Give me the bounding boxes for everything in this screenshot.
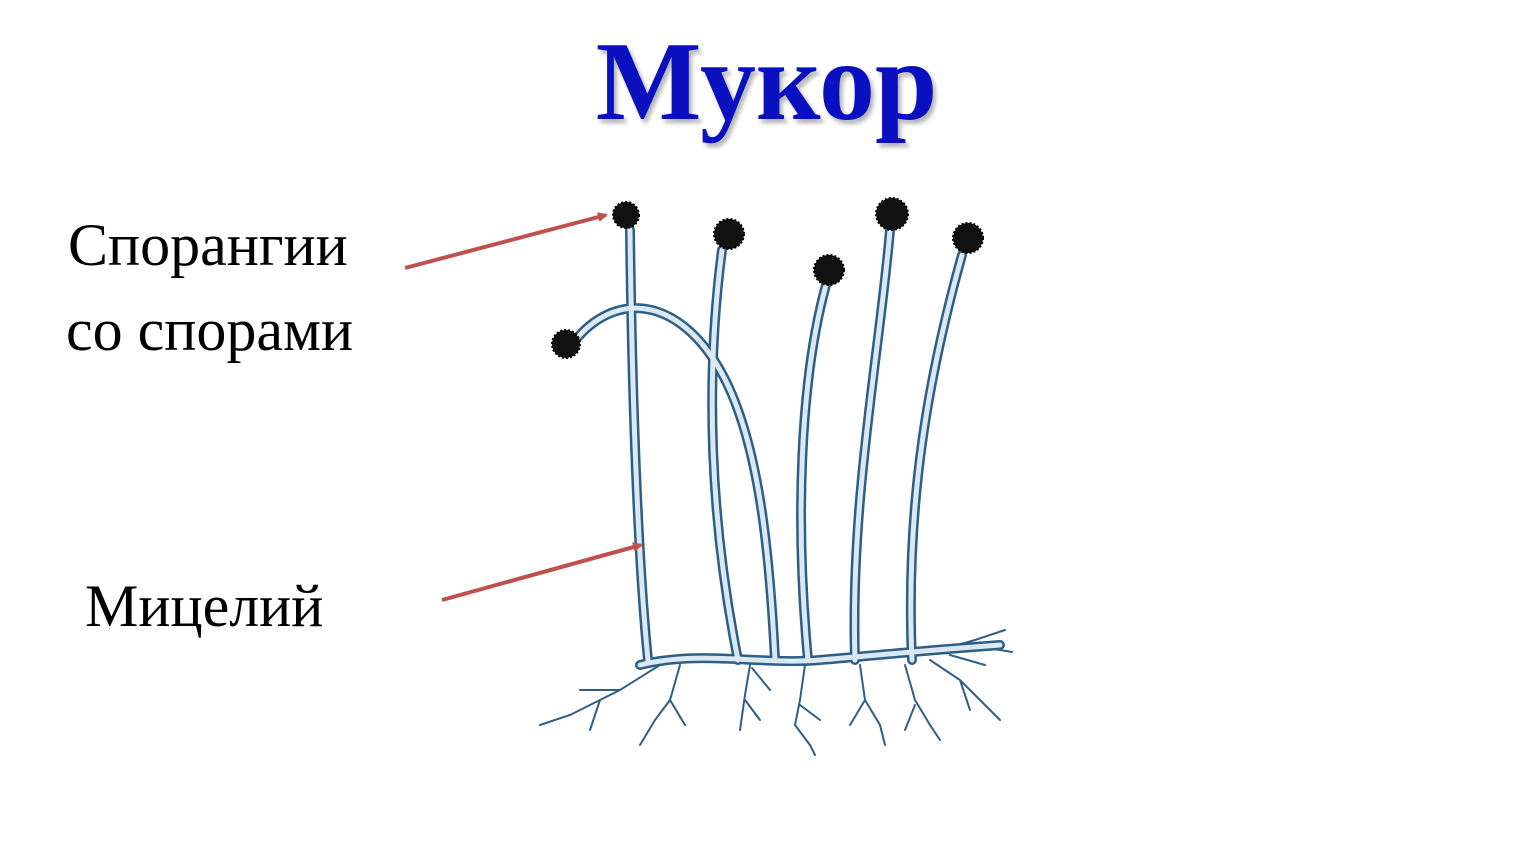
sporangium bbox=[551, 329, 581, 359]
sporangium bbox=[813, 254, 845, 286]
slide-title: Мукор bbox=[595, 20, 938, 144]
sporangium bbox=[612, 201, 640, 229]
sporangium bbox=[875, 197, 909, 231]
arrow-sporangia bbox=[404, 212, 608, 270]
label-mycelium: Мицелий bbox=[85, 573, 324, 639]
sporangium bbox=[713, 218, 745, 250]
arrow-mycelium bbox=[441, 542, 643, 602]
label-sporangia-line2: со спорами bbox=[66, 297, 354, 363]
label-sporangia-line1: Спорангии bbox=[68, 212, 348, 278]
roots bbox=[539, 629, 1013, 756]
hyphae bbox=[573, 225, 1005, 670]
sporangia bbox=[551, 197, 984, 359]
sporangium bbox=[952, 222, 984, 254]
